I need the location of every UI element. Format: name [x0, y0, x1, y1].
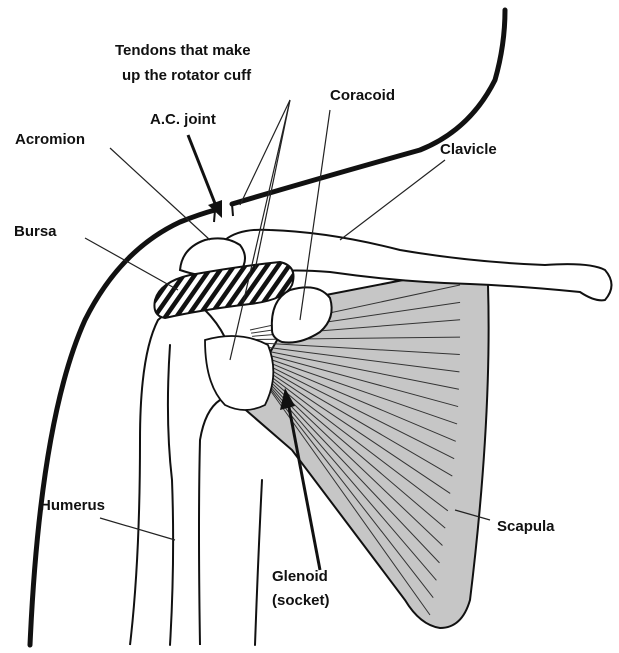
- leader-clavicle: [340, 160, 445, 240]
- label-coracoid: Coracoid: [330, 87, 395, 104]
- label-glenoid-line1: Glenoid: [272, 568, 328, 585]
- label-glenoid-line2: (socket): [272, 592, 330, 609]
- humerus-shaft-right: [255, 480, 262, 645]
- leader-acromion: [110, 148, 210, 240]
- label-scapula: Scapula: [497, 518, 555, 535]
- ac-joint-mark: [214, 210, 215, 222]
- label-humerus: Humerus: [40, 497, 105, 514]
- label-tendons-line2: up the rotator cuff: [122, 67, 252, 84]
- bursa-shape: [154, 262, 293, 318]
- leader-bursa: [85, 238, 178, 290]
- ac-joint-mark: [232, 204, 233, 216]
- label-acromion: Acromion: [15, 131, 85, 148]
- ac-joint-arrow-shaft: [188, 135, 216, 206]
- label-ac-joint: A.C. joint: [150, 111, 216, 128]
- label-clavicle: Clavicle: [440, 141, 497, 158]
- label-tendons-line1: Tendons that make: [115, 42, 251, 59]
- label-bursa: Bursa: [14, 223, 57, 240]
